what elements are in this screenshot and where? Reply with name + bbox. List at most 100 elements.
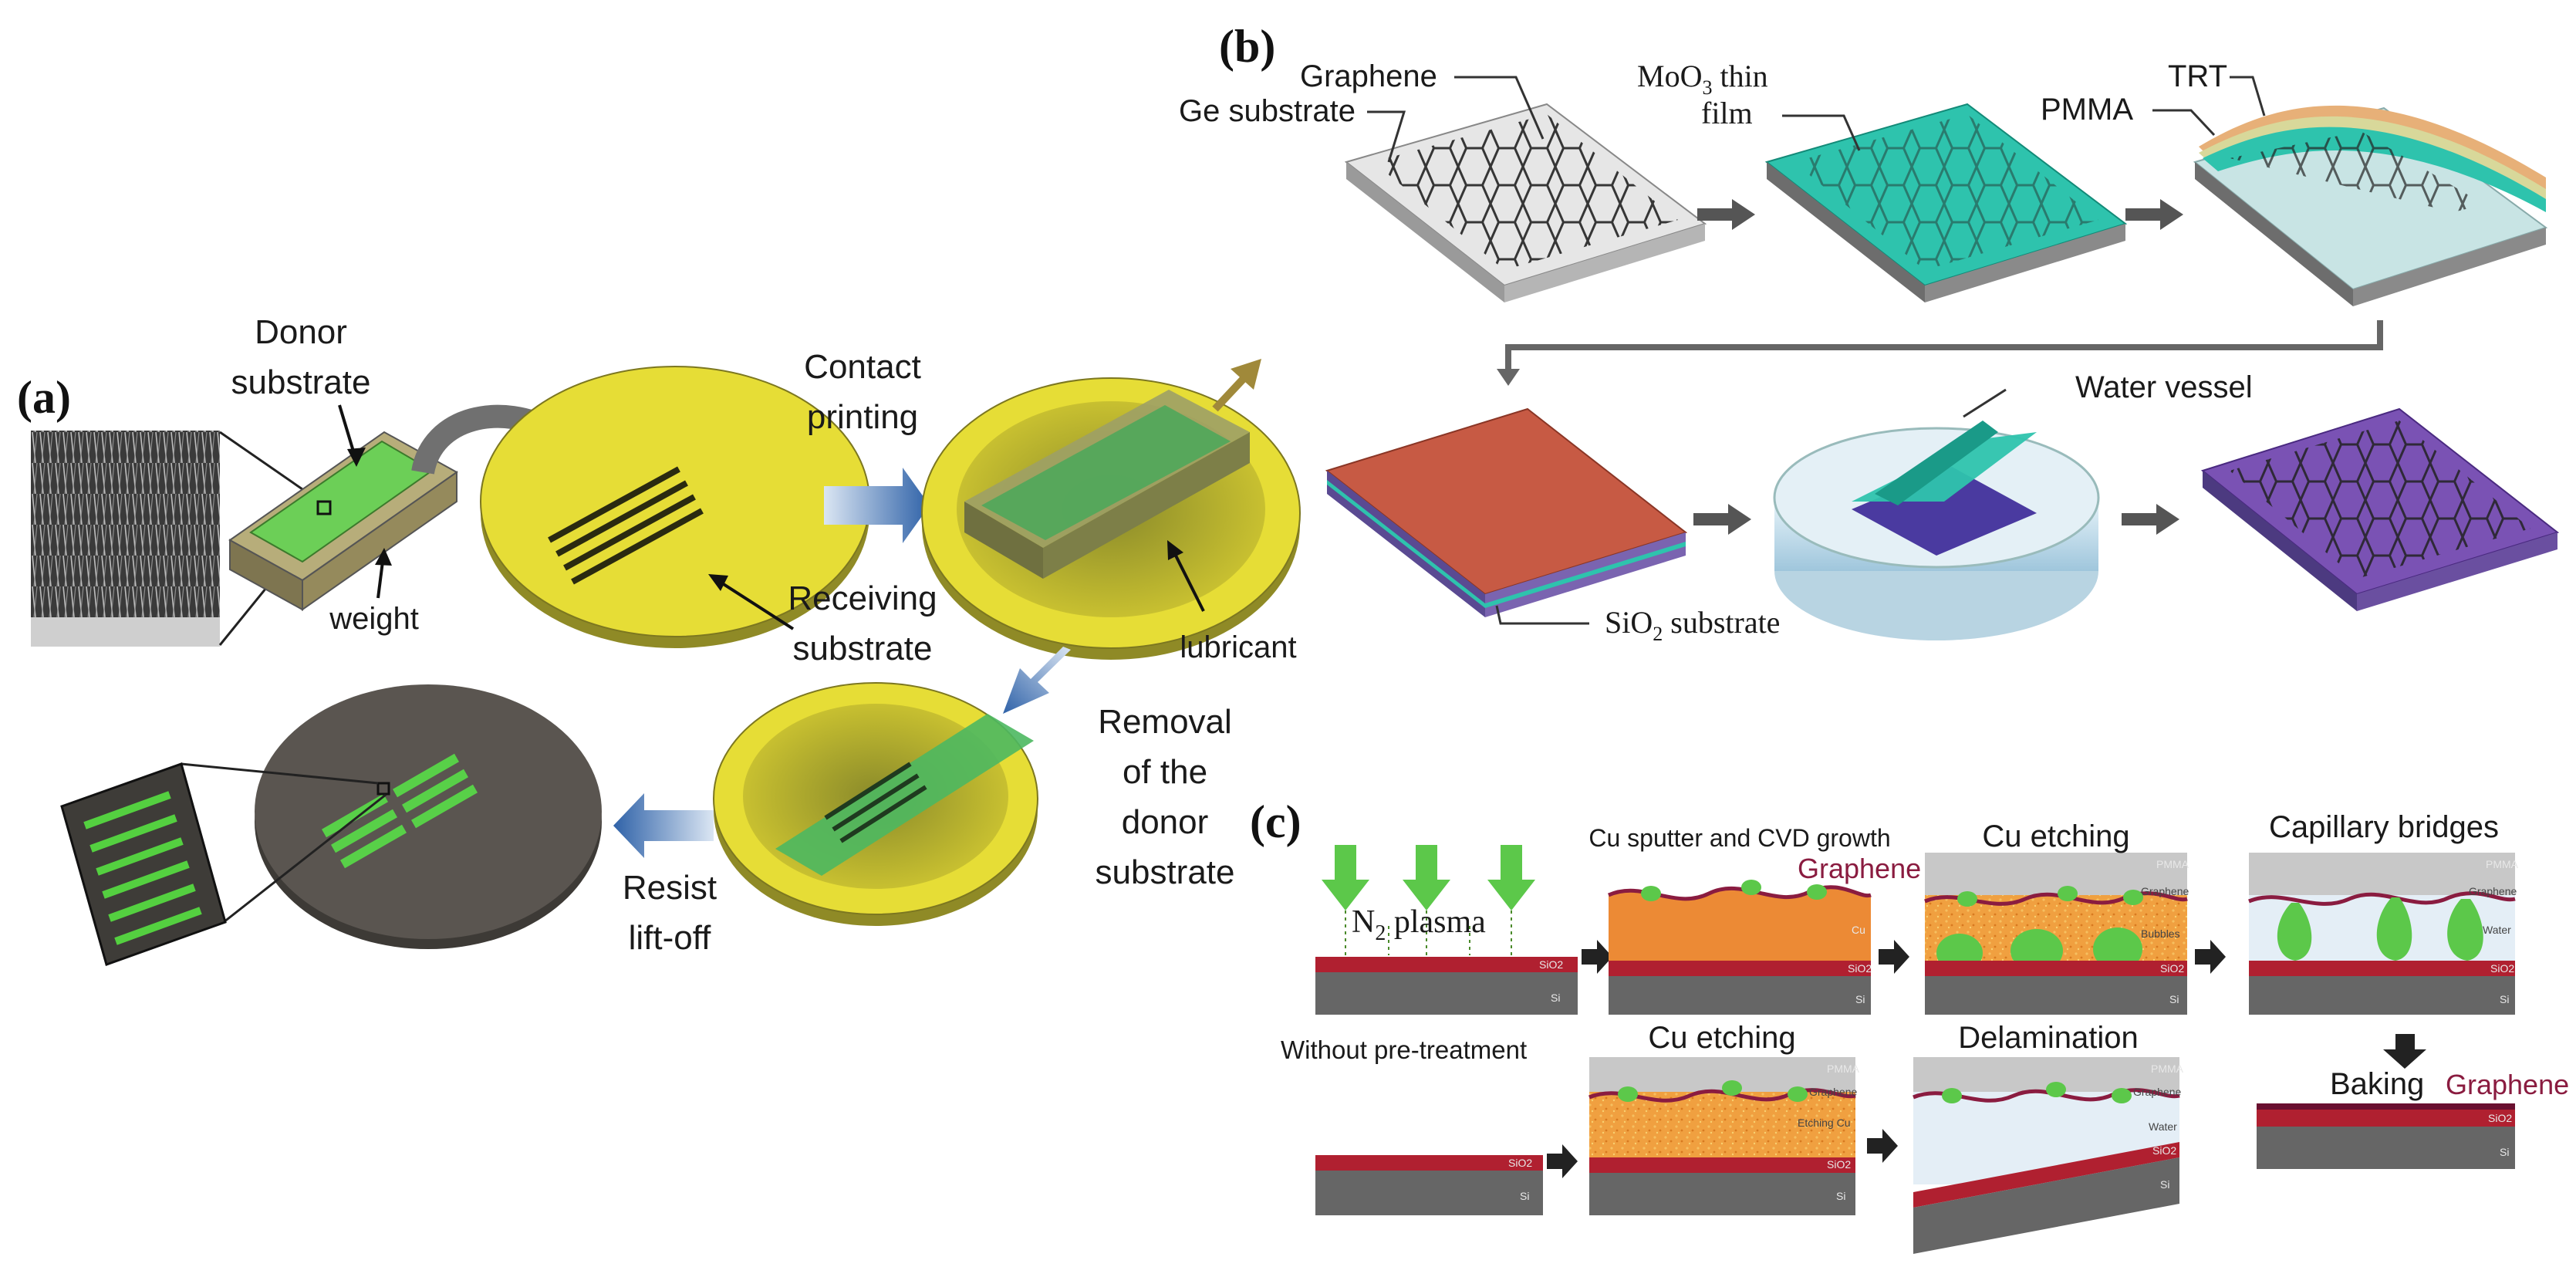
ge-substrate-slab	[1344, 103, 1707, 302]
tiny-sio2-2: SiO2	[1848, 962, 1872, 975]
removal-label-1: Removal	[1098, 703, 1232, 741]
tiny-etching-cu: Etching Cu	[1798, 1117, 1850, 1129]
tiny-graphene-1: Graphene	[2141, 885, 2189, 897]
tiny-pmma-4: PMMA	[2151, 1063, 2184, 1075]
removal-label-4: substrate	[1096, 853, 1235, 891]
cell-delamination: PMMA Graphene Water SiO2 Si	[1913, 1057, 2184, 1254]
without-pretreatment-label: Without pre-treatment	[1281, 1036, 1527, 1064]
panel-b-tag: (b)	[1219, 21, 1275, 72]
lubricant-pointer	[1171, 549, 1205, 612]
arrow-b3	[1693, 504, 1751, 535]
arrow-c-down	[2383, 1034, 2426, 1069]
tiny-water-2: Water	[2149, 1120, 2177, 1133]
graphene-label-c1: Graphene	[1798, 853, 1921, 884]
tiny-sio2-8: SiO2	[2488, 1112, 2512, 1124]
cu-etching-label-2: Cu etching	[1648, 1021, 1795, 1055]
final-wafer	[255, 684, 602, 949]
cell-baked: SiO2 Si	[2257, 1103, 2515, 1169]
baking-label: Baking	[2330, 1067, 2424, 1101]
inset-pattern	[83, 791, 202, 945]
resist-pattern	[548, 466, 704, 585]
arrow-c4	[1547, 1144, 1578, 1178]
final-purple-slab	[2200, 407, 2560, 611]
weight-label: weight	[329, 602, 419, 636]
arrow-c5	[1867, 1129, 1898, 1163]
arrow-contact-printing	[824, 468, 930, 543]
moo3-pointer	[1782, 114, 1861, 151]
arrow-b4	[2122, 504, 2179, 535]
tiny-sio2-5: SiO2	[1508, 1157, 1532, 1169]
tiny-si-6: Si	[1836, 1190, 1845, 1202]
pmma-label: PMMA	[2041, 93, 2133, 127]
sem-inset-image	[31, 431, 220, 647]
receiving-pointer-head	[708, 574, 728, 591]
tiny-si-5: Si	[1520, 1190, 1529, 1202]
graphene-label-b: Graphene	[1300, 59, 1437, 93]
arrow-removal	[1003, 647, 1071, 714]
sio2-pointer	[1495, 605, 1589, 625]
tiny-pmma-3: PMMA	[1827, 1063, 1860, 1075]
moo3-label-1: MoO3 thin	[1637, 59, 1768, 99]
tiny-sio2-3: SiO2	[2160, 962, 2184, 975]
cell-cu-etching: PMMA Graphene Bubbles SiO2 Si	[1924, 853, 2189, 1015]
panel-c: (c) SiO2 Si N2 plasma	[1250, 796, 2569, 1254]
tiny-si-4: Si	[2500, 993, 2509, 1005]
arrow-c3	[2195, 940, 2226, 974]
connector-arrow	[1505, 320, 2383, 370]
cu-sputter-label: Cu sputter and CVD growth	[1588, 824, 1890, 852]
tiny-cu: Cu	[1852, 924, 1865, 936]
sio2-slab	[1325, 407, 1688, 617]
cu-etching-label-1: Cu etching	[1982, 819, 2129, 853]
capillary-label: Capillary bridges	[2269, 810, 2499, 844]
arrow-liftoff	[613, 793, 714, 858]
cell-n2-plasma: SiO2 Si	[1315, 845, 1578, 1015]
inset-zoom-bottom	[223, 793, 387, 924]
removal-label-3: donor	[1122, 803, 1209, 841]
tiny-water-1: Water	[2483, 924, 2511, 936]
receiving-label-2: substrate	[793, 630, 933, 667]
trt-label: TRT	[2168, 59, 2227, 93]
sem-inset-base	[31, 617, 220, 647]
receiving-pointer	[716, 579, 795, 630]
panel-a-tag: (a)	[17, 372, 71, 423]
n2-plasma-label: N2 plasma	[1352, 904, 1486, 945]
trt-pointer	[2230, 76, 2266, 117]
tiny-graphene-4: Graphene	[2133, 1086, 2181, 1098]
tiny-si-2: Si	[1855, 993, 1865, 1005]
arrow-b1	[1697, 199, 1755, 230]
cell-cu-etching-2: PMMA Graphene Etching Cu SiO2 Si	[1588, 1057, 1860, 1215]
inset-zoom-top	[181, 762, 379, 785]
ge-substrate-label: Ge substrate	[1179, 94, 1356, 128]
tiny-si-7: Si	[2160, 1178, 2169, 1191]
removal-label-2: of the	[1123, 753, 1207, 791]
graphene-label-c2: Graphene	[2446, 1069, 2569, 1100]
donor-zoom-square	[316, 500, 332, 515]
liftoff-label-1: Resist	[623, 869, 717, 907]
connector-arrow-head	[1497, 369, 1520, 386]
sio2-label: SiO2 substrate	[1605, 605, 1780, 645]
arrow-c2	[1879, 940, 1909, 974]
pmma-pointer	[2152, 109, 2216, 137]
delamination-label: Delamination	[1958, 1021, 2138, 1055]
arrow-b2	[2125, 199, 2183, 230]
donor-substrate-label-2: substrate	[231, 363, 371, 401]
receiving-wafer	[480, 366, 870, 648]
tiny-si-8: Si	[2500, 1146, 2509, 1158]
tiny-bubbles: Bubbles	[2141, 927, 2180, 940]
lift-arrow-head	[1231, 359, 1261, 390]
tiny-sio2-7: SiO2	[2152, 1144, 2176, 1157]
panel-b: (b) Graphene Ge substrate MoO3 thin film	[1179, 21, 2560, 645]
donor-pointer-head	[347, 448, 366, 467]
water-vessel	[1773, 421, 2100, 640]
peel-slab	[2193, 105, 2548, 306]
receiving-label-1: Receiving	[788, 579, 937, 617]
tiny-sio2-1: SiO2	[1539, 958, 1563, 971]
panel-c-tag: (c)	[1250, 796, 1302, 847]
panel-a: (a) Donor substrate weight	[17, 313, 1301, 966]
removal-wafer	[713, 682, 1038, 926]
graphene-pointer-b	[1454, 76, 1545, 140]
cell-cu-sputter: Cu SiO2 Si	[1607, 880, 1872, 1015]
tiny-si-1: Si	[1551, 992, 1560, 1004]
lubricant-label: lubricant	[1180, 630, 1296, 664]
